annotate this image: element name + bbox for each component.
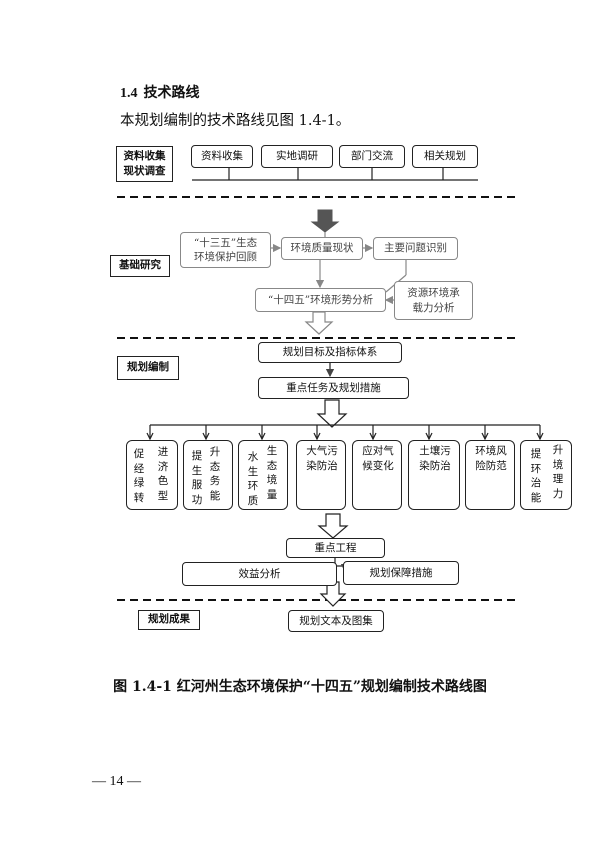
key-projects-box: 重点工程 [286,538,385,558]
task-water-col2: 生态境量 [266,445,278,501]
task-risk-prevention: 环境风险防范 [465,440,515,510]
task-eco-col1: 提生服功 [191,450,203,506]
section-heading: 1.4 技术路线 [120,82,200,102]
task-eco-col2: 升态务能 [209,446,221,502]
task-water-col1: 水生环质 [247,451,259,507]
task-soil-text: 土壤污染防治 [419,445,451,472]
guarantee-measures-box: 规划保障措施 [343,561,459,585]
task-gov-col1: 提环治能 [530,448,542,504]
figure-caption: 图 1.4-1 红河州生态环境保护“十四五”规划编制技术路线图 [113,679,487,695]
environment-quality-status-box: 环境质量现状 [281,237,363,260]
task-ecosystem-services: 提生服功 升态务能 [183,440,233,510]
survey-item-field-research: 实地调研 [261,145,333,168]
survey-item-data-collection: 资料收集 [191,145,253,168]
situation-14th-fyp-box: “十四五”环境形势分析 [255,288,386,312]
key-problems-box: 主要问题识别 [373,237,458,260]
section-research: 基础研究 [110,255,170,277]
task-governance: 提环治能 升境理力 [520,440,572,510]
review-13th-fyp-box: “十三五”生态环境保护回顾 [180,232,271,268]
task-climate-text: 应对气候变化 [362,445,394,472]
task-green-col1: 促经绿转 [133,448,145,504]
task-gov-col2: 升境理力 [552,444,564,500]
goals-indicators-box: 规划目标及指标体系 [258,342,402,363]
task-water-quality: 水生环质 生态境量 [238,440,288,510]
task-air-pollution: 大气污染防治 [296,440,346,510]
review-line1: “十三五”生态 [193,236,258,249]
task-green-transformation: 促经绿转 进济色型 [126,440,178,510]
capacity-line2: 载力分析 [412,301,455,314]
section-number: 1.4 [120,86,138,101]
task-air-text: 大气污染防治 [306,445,338,472]
plan-text-atlas-box: 规划文本及图集 [288,610,384,632]
section-survey-line1: 资料收集 [123,149,166,162]
carrying-capacity-box: 资源环境承载力分析 [394,281,473,320]
capacity-line1: 资源环境承 [407,287,460,300]
task-soil-pollution: 土壤污染防治 [408,440,460,510]
task-green-col2: 进济色型 [157,446,169,502]
section-results: 规划成果 [138,610,200,630]
survey-item-related-plans: 相关规划 [412,145,478,168]
task-climate-change: 应对气候变化 [352,440,402,510]
survey-item-department-exchange: 部门交流 [339,145,405,168]
task-risk-text: 环境风险防范 [475,445,507,472]
section-planning: 规划编制 [117,356,179,380]
intro-paragraph: 本规划编制的技术路线见图 1.4-1。 [120,113,351,129]
key-tasks-box: 重点任务及规划措施 [258,377,409,399]
review-line2: 环境保护回顾 [194,251,257,263]
section-survey-line2: 现状调查 [123,165,166,177]
section-title: 技术路线 [143,85,200,101]
page-number: — 14 — [92,774,141,789]
section-survey: 资料收集现状调查 [116,146,173,182]
benefit-analysis-box: 效益分析 [182,562,337,586]
